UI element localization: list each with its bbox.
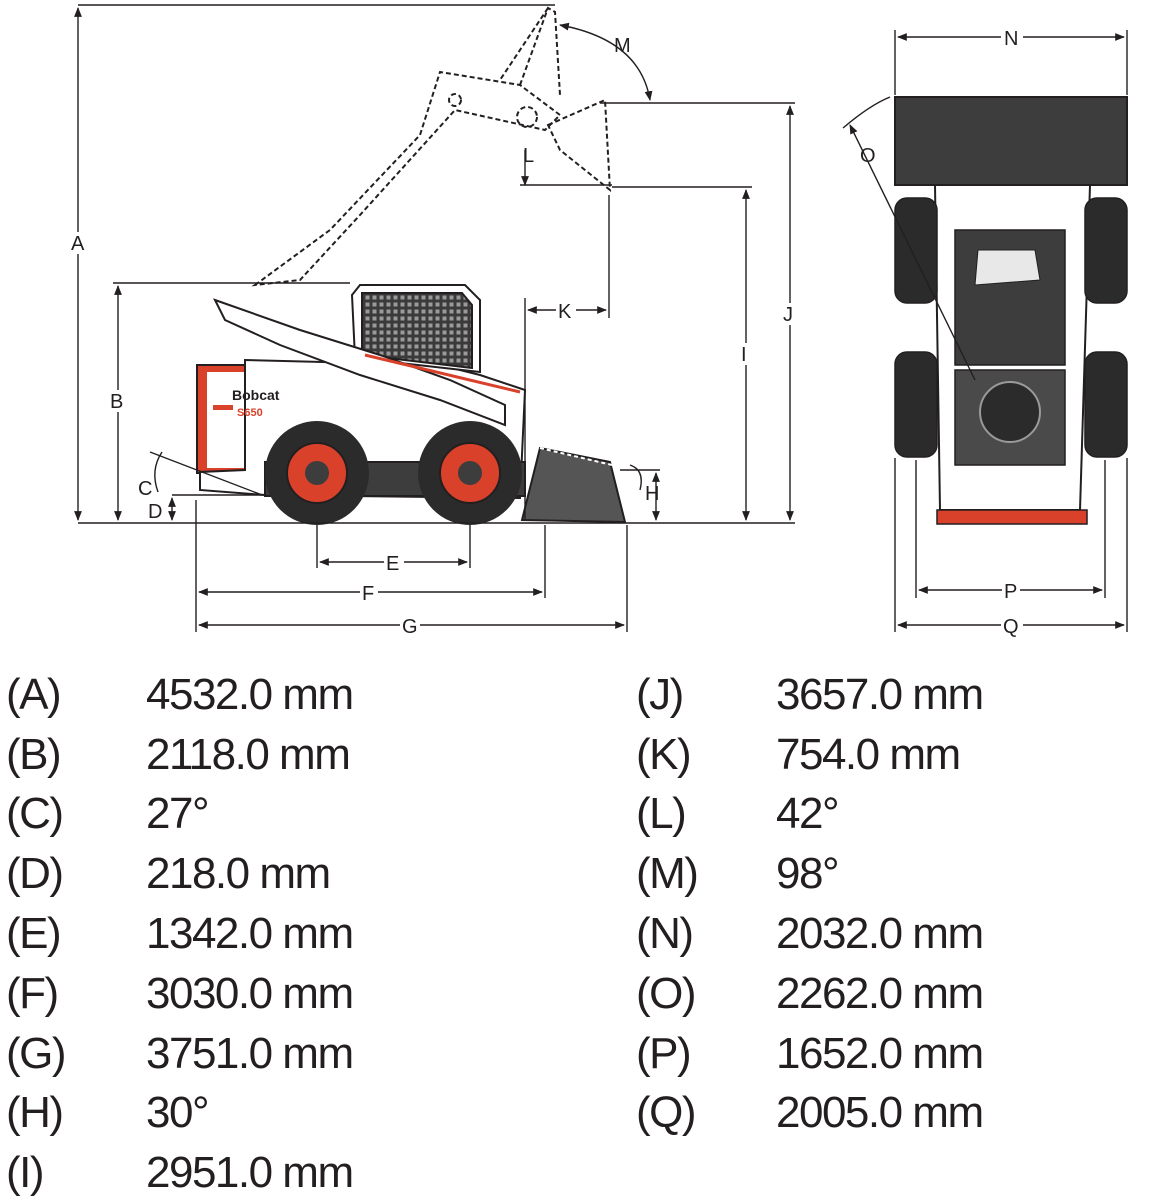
spec-row-h: (H) 30°: [6, 1084, 353, 1144]
spec-letter: (C): [6, 789, 64, 839]
label-k: K: [558, 301, 572, 323]
spec-letter: (A): [6, 669, 62, 719]
spec-value: 98°: [776, 849, 840, 899]
spec-letter: (G): [6, 1028, 67, 1078]
front-tire: [418, 421, 522, 525]
spec-letter: (O): [636, 968, 697, 1018]
spec-row-n: (N) 2032.0 mm: [636, 904, 984, 964]
spec-row-i: (I) 2951.0 mm: [6, 1143, 354, 1203]
spec-value: 2951.0 mm: [146, 1148, 354, 1198]
rear-tire: [265, 421, 369, 525]
spec-row-d: (D) 218.0 mm: [6, 844, 353, 904]
label-m: M: [614, 35, 631, 57]
spec-value: 3751.0 mm: [146, 1028, 354, 1078]
dimension-letters-top: N O P Q: [860, 27, 1023, 638]
brand-logo: Bobcat: [232, 387, 280, 403]
spec-value: 2005.0 mm: [776, 1088, 984, 1138]
spec-value: 218.0 mm: [146, 849, 331, 899]
spec-value: 2032.0 mm: [776, 909, 984, 959]
label-n: N: [1004, 28, 1018, 50]
spec-letter: (J): [636, 669, 684, 719]
spec-row-b: (B) 2118.0 mm: [6, 725, 353, 785]
label-p: P: [1004, 581, 1017, 603]
spec-value: 1652.0 mm: [776, 1028, 984, 1078]
dimension-lines-top: [842, 30, 1128, 632]
spec-value: 2262.0 mm: [776, 968, 984, 1018]
label-o: O: [860, 145, 876, 167]
spec-value: 2118.0 mm: [146, 729, 351, 779]
label-h: H: [645, 483, 659, 505]
spec-letter: (Q): [636, 1088, 697, 1138]
spec-value: 42°: [776, 789, 840, 839]
spec-letter: (M): [636, 849, 699, 899]
label-j: J: [783, 304, 793, 326]
side-view: Bobcat S650: [70, 4, 798, 638]
label-c: C: [138, 478, 152, 500]
spec-row-l: (L) 42°: [636, 785, 983, 845]
top-tires: [894, 197, 1128, 458]
top-bucket: [894, 96, 1128, 186]
label-l: L: [523, 145, 534, 167]
spec-value: 1342.0 mm: [146, 909, 354, 959]
spec-letter: (P): [636, 1028, 692, 1078]
label-f: F: [362, 583, 374, 605]
label-i: I: [741, 344, 747, 366]
spec-letter: (E): [6, 909, 62, 959]
spec-row-m: (M) 98°: [636, 844, 983, 904]
top-view: N O P Q: [842, 27, 1128, 638]
dimension-letters-side: A B C D E F G H I J K L M: [70, 35, 798, 638]
label-q: Q: [1003, 616, 1019, 638]
dimension-diagram: Bobcat S650: [70, 4, 1128, 638]
spec-row-e: (E) 1342.0 mm: [6, 904, 354, 964]
label-d: D: [148, 501, 162, 523]
spec-row-p: (P) 1652.0 mm: [636, 1024, 984, 1084]
lowered-bucket: [520, 446, 627, 524]
spec-letter: (H): [6, 1088, 64, 1138]
spec-list-right: (J) 3657.0 mm (K) 754.0 mm (L) 42° (M) 9…: [636, 665, 984, 1144]
spec-value: 27°: [146, 789, 210, 839]
spec-value: 3657.0 mm: [776, 669, 984, 719]
spec-value: 3030.0 mm: [146, 968, 354, 1018]
spec-row-o: (O) 2262.0 mm: [636, 964, 984, 1024]
raised-lift-arm: [251, 6, 612, 287]
spec-row-f: (F) 3030.0 mm: [6, 964, 354, 1024]
spec-letter: (I): [6, 1148, 45, 1198]
spec-value: 4532.0 mm: [146, 669, 354, 719]
spec-row-j: (J) 3657.0 mm: [636, 665, 984, 725]
spec-row-c: (C) 27°: [6, 785, 353, 845]
spec-row-k: (K) 754.0 mm: [636, 725, 983, 785]
label-a: A: [71, 233, 85, 255]
spec-list-left: (A) 4532.0 mm (B) 2118.0 mm (C) 27° (D) …: [6, 665, 354, 1203]
spec-row-a: (A) 4532.0 mm: [6, 665, 354, 725]
spec-letter: (D): [6, 849, 64, 899]
label-g: G: [402, 616, 418, 638]
spec-value: 30°: [146, 1088, 210, 1138]
label-b: B: [110, 391, 123, 413]
spec-letter: (L): [636, 789, 687, 839]
spec-letter: (N): [636, 909, 694, 959]
spec-letter: (F): [6, 968, 59, 1018]
model-badge: S650: [237, 407, 263, 419]
spec-letter: (K): [636, 729, 692, 779]
spec-value: 754.0 mm: [776, 729, 961, 779]
label-e: E: [386, 553, 399, 575]
spec-row-g: (G) 3751.0 mm: [6, 1024, 354, 1084]
spec-row-q: (Q) 2005.0 mm: [636, 1084, 984, 1144]
spec-letter: (B): [6, 729, 62, 779]
